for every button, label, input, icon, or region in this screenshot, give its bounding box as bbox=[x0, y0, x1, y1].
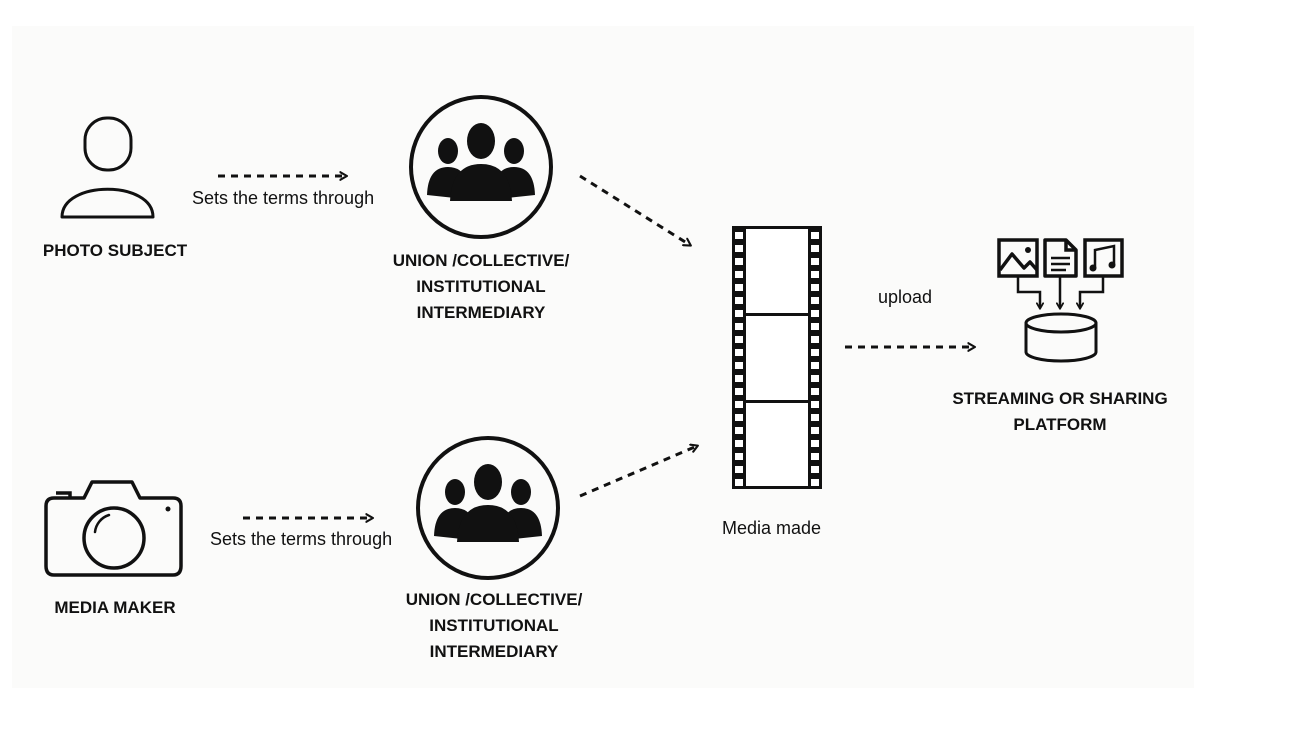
sprocket-hole bbox=[811, 271, 819, 278]
photo-subject-label: PHOTO SUBJECT bbox=[42, 241, 188, 260]
person-icon bbox=[60, 116, 155, 219]
sprocket-hole bbox=[735, 232, 743, 239]
sprocket-hole bbox=[811, 284, 819, 291]
sprocket-hole bbox=[811, 466, 819, 473]
sprocket-hole bbox=[811, 414, 819, 421]
sprocket-hole bbox=[735, 245, 743, 252]
sprocket-hole bbox=[811, 336, 819, 343]
flow-arrows bbox=[218, 176, 974, 518]
sprocket-hole bbox=[735, 466, 743, 473]
diagram-panel bbox=[12, 26, 1194, 688]
sprocket-hole bbox=[811, 349, 819, 356]
platform-label: STREAMING OR SHARING PLATFORM bbox=[952, 389, 1168, 434]
sprocket-hole bbox=[811, 323, 819, 330]
group-icon bbox=[416, 436, 560, 580]
sprocket-hole bbox=[735, 297, 743, 304]
sprocket-hole bbox=[735, 284, 743, 291]
union-bottom-label: UNION /COLLECTIVE/ INSTITUTIONAL INTERME… bbox=[405, 590, 583, 661]
sprocket-hole bbox=[735, 323, 743, 330]
camera-icon bbox=[44, 480, 183, 577]
sprocket-hole bbox=[811, 427, 819, 434]
sprocket-hole bbox=[735, 401, 743, 408]
sprocket-hole bbox=[735, 427, 743, 434]
sprocket-hole bbox=[735, 414, 743, 421]
sprocket-hole bbox=[811, 245, 819, 252]
file-connectors bbox=[1016, 276, 1105, 308]
sprocket-hole bbox=[735, 258, 743, 265]
sprocket-hole bbox=[735, 362, 743, 369]
sprocket-hole bbox=[811, 440, 819, 447]
arrow-union-top-to-media bbox=[579, 174, 690, 245]
sprocket-hole bbox=[811, 258, 819, 265]
sprocket-hole bbox=[811, 232, 819, 239]
union-top-label: UNION /COLLECTIVE/ INSTITUTIONAL INTERME… bbox=[392, 251, 570, 322]
sprocket-hole bbox=[735, 440, 743, 447]
sprocket-hole bbox=[735, 271, 743, 278]
media-maker-label: MEDIA MAKER bbox=[54, 598, 176, 617]
sprocket-hole bbox=[811, 297, 819, 304]
image-icon bbox=[997, 238, 1039, 278]
sprocket-hole bbox=[811, 453, 819, 460]
sprocket-hole bbox=[735, 388, 743, 395]
sprocket-hole bbox=[735, 453, 743, 460]
sprocket-hole bbox=[811, 310, 819, 317]
sprocket-hole bbox=[735, 336, 743, 343]
edge-label-subject: Sets the terms through bbox=[192, 188, 375, 208]
arrow-union-bottom-to-media bbox=[579, 446, 697, 498]
edge-label-maker: Sets the terms through bbox=[210, 529, 393, 549]
edge-label-upload: upload bbox=[878, 287, 933, 307]
sprocket-hole bbox=[811, 401, 819, 408]
sprocket-hole bbox=[735, 310, 743, 317]
sprocket-hole bbox=[735, 349, 743, 356]
group-icon bbox=[409, 95, 553, 239]
sprocket-hole bbox=[811, 362, 819, 369]
music-icon bbox=[1083, 238, 1124, 278]
database-icon bbox=[1024, 312, 1098, 363]
sprocket-hole bbox=[811, 375, 819, 382]
sprocket-hole bbox=[735, 479, 743, 486]
film-strip-icon bbox=[732, 226, 822, 489]
sprocket-hole bbox=[811, 479, 819, 486]
sprocket-hole bbox=[811, 388, 819, 395]
sprocket-hole bbox=[735, 375, 743, 382]
document-icon bbox=[1043, 238, 1078, 278]
media-made-label: Media made bbox=[722, 518, 822, 538]
